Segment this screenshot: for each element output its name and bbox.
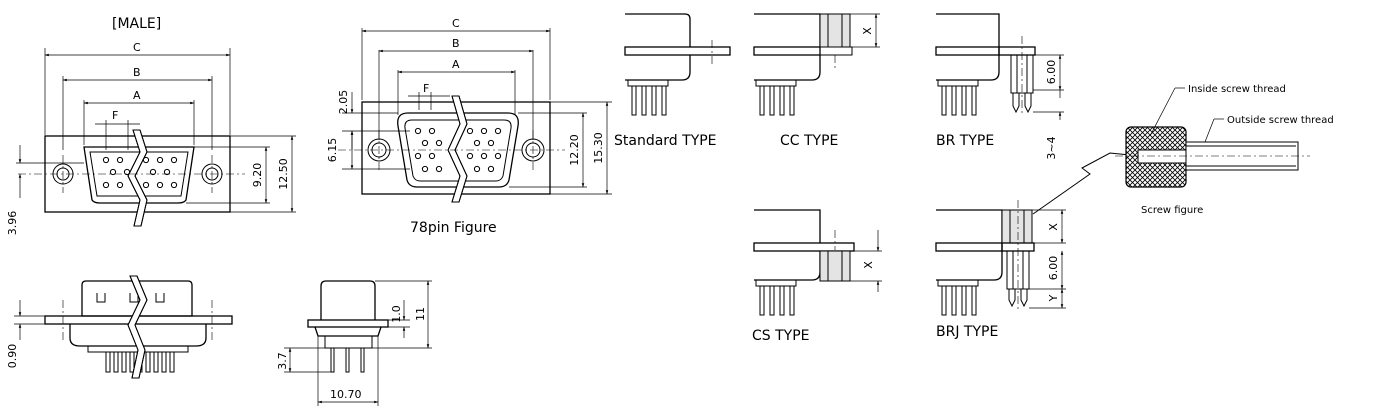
dim-11: 11 bbox=[414, 307, 427, 321]
brj-type-label: BRJ TYPE bbox=[936, 324, 998, 340]
dim-1-0: 1.0 bbox=[390, 305, 403, 323]
dim-12-20: 12.20 bbox=[568, 134, 581, 166]
standard-type-view: Standard TYPE bbox=[614, 13, 731, 149]
standard-type-label: Standard TYPE bbox=[614, 133, 717, 149]
dim-10-70: 10.70 bbox=[330, 388, 362, 401]
male-front-view: [MALE] C B A F bbox=[6, 16, 296, 235]
side-view-profile: 1.0 11 3.7 10.70 bbox=[276, 280, 432, 406]
dim-12-50: 12.50 bbox=[277, 158, 290, 190]
dim-c: C bbox=[133, 41, 141, 54]
dim-0-90: 0.90 bbox=[6, 344, 19, 369]
cs-dim-x: X bbox=[862, 261, 875, 269]
brj-dim-x: X bbox=[1047, 223, 1060, 231]
pin78-label: 78pin Figure bbox=[410, 220, 497, 236]
brj-type-view: X 6.00 Y BRJ TYPE bbox=[935, 200, 1066, 340]
br-type-view: 6.00 3~4 BR TYPE bbox=[935, 13, 1064, 160]
screw-figure: Inside screw thread Outside screw thread… bbox=[1032, 84, 1334, 216]
dim-78-b: B bbox=[452, 37, 460, 50]
br-type-label: BR TYPE bbox=[936, 133, 994, 149]
cc-dim-x: X bbox=[861, 27, 874, 35]
dim-2-05: 2.05 bbox=[337, 90, 350, 115]
pin78-view: C B A F 12.20 15.30 bbox=[326, 17, 612, 236]
brj-dim-y: Y bbox=[1047, 294, 1060, 302]
dim-78-f: F bbox=[423, 82, 429, 95]
dim-6-15: 6.15 bbox=[326, 138, 339, 163]
dim-a: A bbox=[133, 89, 141, 102]
dim-3-96: 3.96 bbox=[6, 211, 19, 236]
brj-dim-6-00: 6.00 bbox=[1047, 256, 1060, 281]
dim-15-30: 15.30 bbox=[592, 132, 605, 164]
cc-type-label: CC TYPE bbox=[780, 133, 838, 149]
dim-9-20: 9.20 bbox=[251, 163, 264, 188]
dim-b: B bbox=[133, 66, 141, 79]
side-view-front: 0.90 bbox=[6, 275, 233, 379]
outside-thread-label: Outside screw thread bbox=[1227, 115, 1334, 126]
male-label: [MALE] bbox=[112, 16, 161, 32]
br-dim-6-00: 6.00 bbox=[1045, 60, 1058, 85]
screw-figure-label: Screw figure bbox=[1141, 205, 1203, 216]
cs-type-view: X CS TYPE bbox=[752, 209, 882, 344]
dim-f: F bbox=[112, 109, 118, 122]
inside-thread-label: Inside screw thread bbox=[1188, 84, 1286, 95]
cs-type-label: CS TYPE bbox=[752, 328, 810, 344]
dim-78-c: C bbox=[452, 17, 460, 30]
dim-78-a: A bbox=[452, 58, 460, 71]
cc-type-view: X CC TYPE bbox=[753, 13, 880, 149]
br-dim-3-4: 3~4 bbox=[1045, 136, 1058, 159]
dim-3-7: 3.7 bbox=[276, 352, 289, 370]
